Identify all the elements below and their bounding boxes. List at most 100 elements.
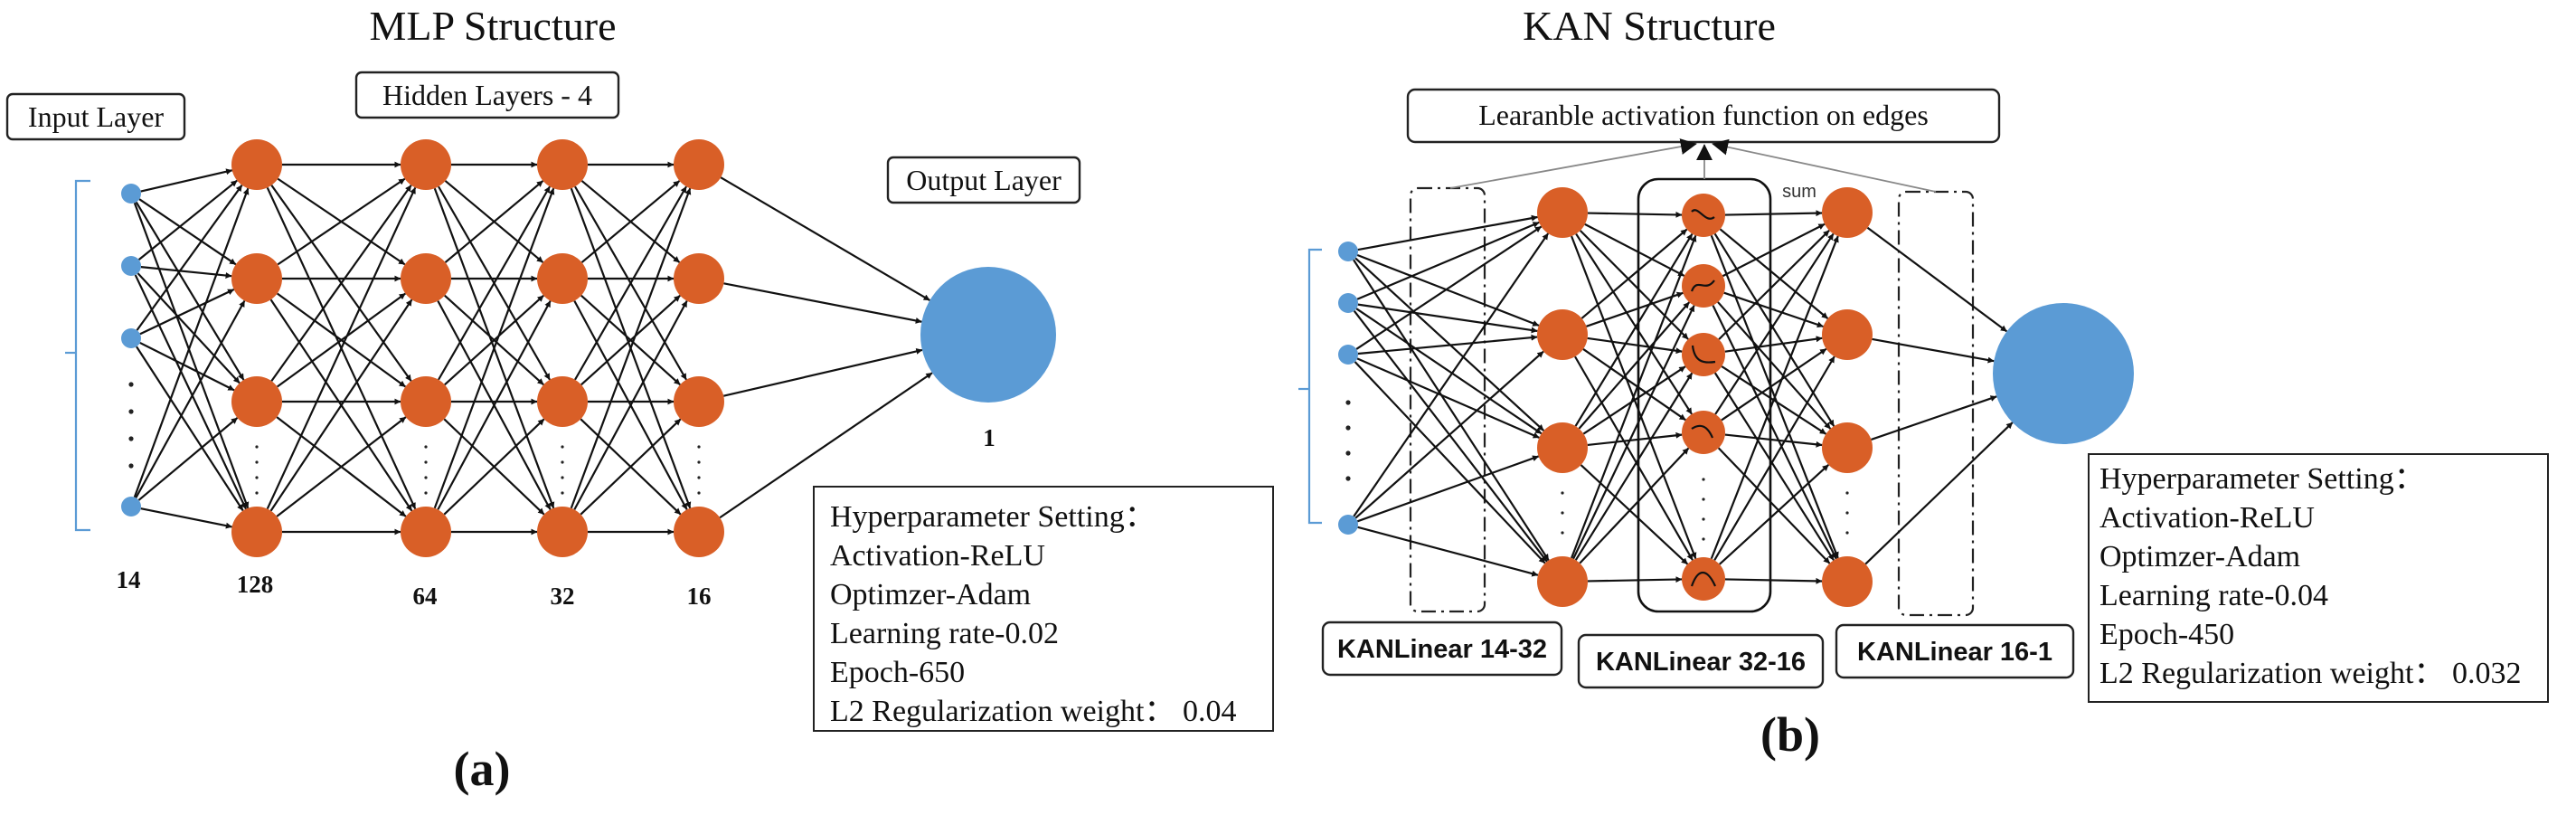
kanlinear-2-box — [1577, 633, 1825, 689]
caption-b: (b) — [1760, 707, 1820, 762]
output-size: 1 — [983, 424, 995, 451]
kan-edge — [1723, 291, 1824, 328]
mlp-edge — [133, 187, 250, 498]
mlp-edge — [140, 507, 232, 529]
kan-hyper-line-2: Optimzer-Adam — [2099, 540, 2300, 573]
mlp-hidden-ellipsis — [424, 491, 428, 495]
mlp-edge-output — [719, 372, 933, 519]
kan-hidden-ellipsis — [1845, 511, 1849, 515]
mlp-hidden-ellipsis — [424, 445, 428, 449]
kan-input-ellipsis — [1345, 476, 1351, 481]
kan-input-node — [1338, 515, 1358, 535]
kan-edge — [1578, 301, 1691, 430]
mlp-edge — [266, 186, 417, 510]
kanlinear-3-label: KANLinear 16-1 — [1857, 638, 2052, 667]
layer-size-hidden-1: 128 — [237, 571, 274, 598]
input-layer-box — [5, 92, 186, 141]
layer-size-hidden-2: 64 — [413, 583, 438, 610]
kan-hyper-line-4: Epoch-450 — [2099, 618, 2234, 651]
mlp-hidden-ellipsis — [697, 491, 701, 495]
kan-edge — [1714, 232, 1835, 415]
kan-hidden-ellipsis — [1561, 531, 1564, 535]
kan-edge — [1712, 305, 1837, 560]
mlp-hyper-heading: Hyperparameter Setting： — [830, 500, 1156, 534]
kan-input-node — [1338, 345, 1358, 365]
kan-hyper-line-5: L2 Regularization weight： 0.032 — [2099, 657, 2521, 690]
activation-curve-icon — [1690, 571, 1717, 587]
kan-hidden-node — [1822, 422, 1873, 473]
mlp-edge — [573, 300, 688, 510]
kan-input-node — [1338, 293, 1358, 313]
caption-a: (a) — [454, 742, 511, 796]
mlp-hidden-ellipsis — [561, 460, 564, 464]
mlp-edge — [270, 185, 412, 382]
mlp-hidden-ellipsis — [561, 445, 564, 449]
mlp-hidden-ellipsis — [255, 491, 259, 495]
kan-edge — [1353, 232, 1550, 517]
kan-edge — [1587, 211, 1683, 218]
mlp-hidden-ellipsis — [424, 460, 428, 464]
kan-edge — [1582, 348, 1686, 422]
mlp-edge — [135, 201, 245, 381]
mlp-hidden-node — [537, 507, 588, 557]
mlp-hidden-ellipsis — [561, 491, 564, 495]
kan-hidden-ellipsis — [1845, 491, 1849, 495]
mlp-hidden-ellipsis — [697, 460, 701, 464]
kan-edge — [1574, 232, 1694, 427]
hidden-layers-box — [354, 71, 620, 119]
mlp-hidden-node — [401, 507, 451, 557]
mlp-edge — [437, 300, 552, 510]
kanlinear-3-box — [1835, 623, 2075, 679]
kan-edge — [1579, 230, 1689, 340]
kan-hidden-node — [1537, 556, 1588, 607]
kan-edge — [1354, 350, 1544, 519]
mlp-edge-output — [720, 176, 930, 301]
kan-edge-output — [1872, 337, 1995, 364]
mlp-hidden-node — [674, 139, 724, 190]
output-layer-label: Output Layer — [906, 164, 1062, 196]
kan-edge-output — [1871, 395, 1997, 441]
kan-hidden-ellipsis — [1845, 531, 1849, 535]
mlp-edge — [134, 274, 248, 510]
mlp-hidden-ellipsis — [697, 476, 701, 479]
kan-edge — [1354, 361, 1546, 564]
kan-edge — [1356, 221, 1540, 300]
kan-edge — [1587, 431, 1683, 447]
mlp-hidden-node — [231, 376, 282, 427]
kan-hyper-line-1: Activation-ReLU — [2099, 501, 2315, 535]
kan-title: KAN Structure — [1523, 3, 1776, 49]
activation-curve-icon — [1691, 345, 1716, 364]
kan-hidden-node — [1822, 309, 1873, 360]
kan-hidden-node — [1537, 187, 1588, 238]
kan-edge — [1718, 464, 1830, 565]
kan-edge — [1587, 576, 1683, 583]
mlp-nodes — [121, 139, 1056, 557]
kan-hidden-node — [1822, 187, 1873, 238]
kan-edge — [1586, 291, 1684, 327]
kan-edge — [1718, 229, 1830, 340]
kan-edge — [1587, 336, 1683, 355]
mlp-hidden-ellipsis — [697, 445, 701, 449]
activation-label-box — [1406, 88, 2001, 144]
input-layer-label: Input Layer — [28, 100, 165, 133]
activation-curve-icon — [1691, 209, 1715, 220]
kan-edge — [1574, 355, 1694, 561]
mlp-edge — [137, 179, 238, 261]
mlp-edge — [580, 180, 681, 263]
mlp-edge — [433, 187, 555, 509]
kan-edge — [1717, 301, 1832, 430]
kan-activation-ellipsis — [1702, 537, 1705, 541]
kan-edge — [1724, 577, 1823, 584]
kan-edge — [1584, 223, 1685, 277]
kan-hidden-node — [1822, 556, 1873, 607]
kan-output-node — [1993, 303, 2134, 444]
input-bracket — [74, 179, 90, 532]
kanlinear-1-box — [1321, 621, 1563, 677]
mlp-output-node — [920, 267, 1056, 403]
kan-edge — [1579, 447, 1690, 564]
kan-edge-output — [1866, 226, 2008, 333]
kan-edge — [1357, 214, 1538, 251]
mlp-hidden-node — [537, 376, 588, 427]
mlp-edge — [136, 346, 244, 512]
kan-panel: KAN Structure Learanble activation funct… — [1298, 3, 2549, 762]
